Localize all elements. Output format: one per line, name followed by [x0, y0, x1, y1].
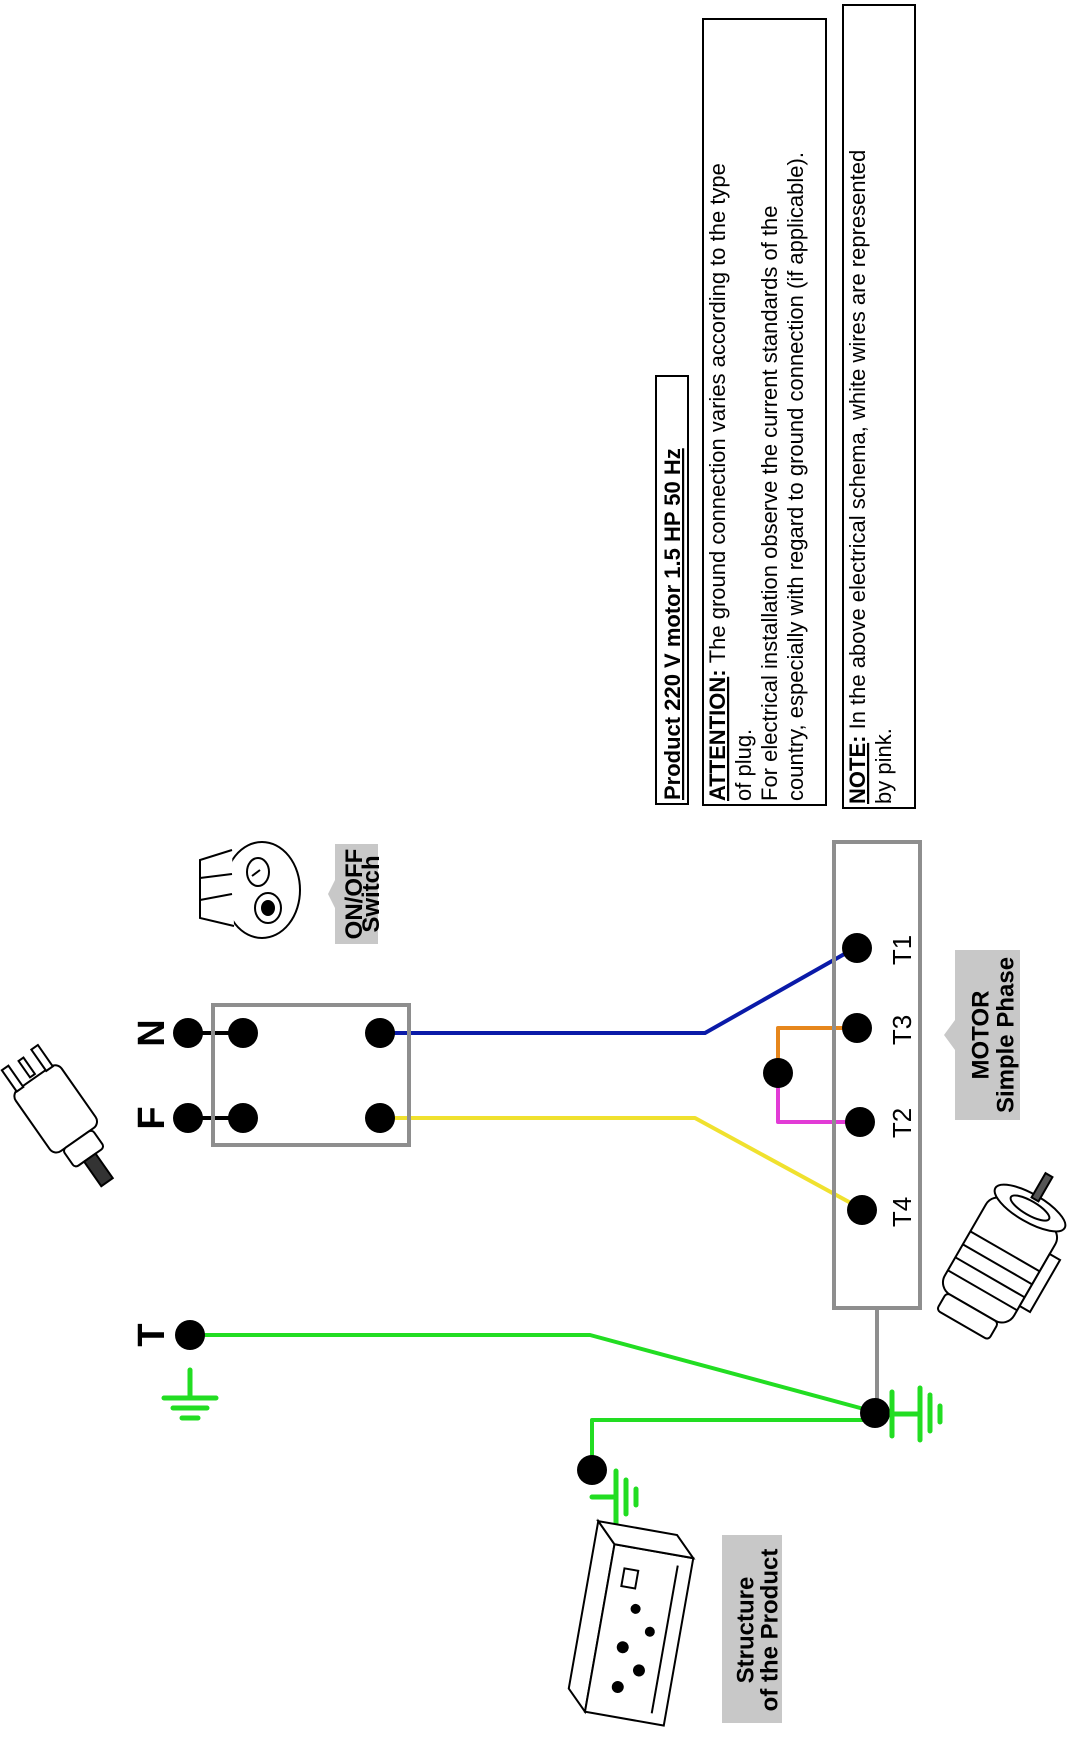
- phase-wire: [380, 1116, 861, 1210]
- switch-terminal-box: [211, 1003, 411, 1147]
- ground-icon: [589, 1468, 639, 1526]
- motor-label-line-1: MOTOR: [968, 991, 995, 1080]
- neutral-wire: [380, 946, 856, 1035]
- terminal-n-label: N: [131, 1019, 173, 1046]
- motor-t4-node: [847, 1195, 877, 1225]
- motor-terminal-t4: T4: [887, 1197, 917, 1227]
- plug-icon: [0, 1043, 115, 1188]
- motor-terminal-labels: T1 T3 T2 T4: [887, 935, 917, 1227]
- motor-label-line-2: Simple Phase: [993, 957, 1020, 1113]
- attention-label: ATTENTION: [705, 677, 730, 801]
- switch-out-n-node: [365, 1018, 395, 1048]
- bridge-junction-node: [763, 1058, 793, 1088]
- motor-terminal-box: [832, 840, 922, 1310]
- attention-line-2: of plug.: [731, 729, 756, 801]
- ground-wire-structure: [590, 1418, 875, 1470]
- switch-label-line-1: ON/OFF: [341, 849, 368, 940]
- structure-ground-node: [577, 1455, 607, 1485]
- structure-label-line-2: of the Product: [757, 1549, 784, 1712]
- structure-label-line-1: Structure: [733, 1577, 760, 1684]
- svg-text:NOTE: In the above electrical: NOTE: In the above electrical schema, wh…: [845, 150, 870, 804]
- motor-terminal-t1: T1: [887, 935, 917, 965]
- attention-line-3: For electrical installation observe the …: [757, 205, 782, 801]
- plug-f-node: [173, 1103, 203, 1133]
- motor-icon: [936, 1171, 1067, 1340]
- switch-in-f-node: [228, 1103, 258, 1133]
- orange-bridge-wire: [776, 1026, 855, 1072]
- attention-frame: [702, 18, 827, 806]
- motor-terminal-t2: T2: [887, 1108, 917, 1138]
- svg-text:ATTENTION: The ground connecti: ATTENTION: The ground connection varies …: [705, 163, 730, 801]
- switch-callout: ON/OFF Switch: [328, 844, 385, 944]
- ground-symbols: [161, 1367, 943, 1526]
- structure-callout: Structure of the Product: [722, 1535, 784, 1723]
- ground-icon: [889, 1385, 943, 1443]
- plug-t-node: [175, 1320, 205, 1350]
- cabinet-icon: [567, 1518, 696, 1727]
- ground-icon: [161, 1367, 219, 1421]
- motor-t1-node: [842, 933, 872, 963]
- motor-t2-node: [845, 1107, 875, 1137]
- terminal-f-label: F: [131, 1106, 173, 1129]
- note-frame: [842, 4, 916, 809]
- motor-callout: MOTOR Simple Phase: [944, 950, 1020, 1120]
- product-title-frame: [655, 375, 689, 805]
- switch-in-n-node: [228, 1018, 258, 1048]
- notes-block: Product 220 V motor 1.5 HP 50 Hz ATTENTI…: [655, 4, 916, 809]
- ground-wire-plug: [188, 1333, 876, 1414]
- switch-icon: [199, 841, 301, 939]
- pink-bridge-wire: [776, 1072, 855, 1124]
- note-line-2: by pink.: [871, 728, 896, 804]
- note-line-1: In the above electrical schema, white wi…: [845, 150, 870, 730]
- switch-out-f-node: [365, 1103, 395, 1133]
- note-label: NOTE: [845, 743, 870, 804]
- plug-n-node: [173, 1018, 203, 1048]
- motor-terminal-t3: T3: [887, 1015, 917, 1045]
- switch-label-line-2: Switch: [358, 855, 385, 932]
- ground-junction-node: [860, 1398, 890, 1428]
- nodes: [173, 933, 890, 1485]
- attention-line-1: The ground connection varies according t…: [705, 163, 730, 663]
- wires: [188, 946, 879, 1470]
- product-title: Product 220 V motor 1.5 HP 50 Hz: [660, 448, 685, 800]
- terminal-t-label: T: [131, 1323, 173, 1346]
- motor-t3-node: [842, 1013, 872, 1043]
- attention-line-4: country, especially with regard to groun…: [783, 152, 808, 801]
- plug-terminal-letters: N F T: [131, 1019, 173, 1346]
